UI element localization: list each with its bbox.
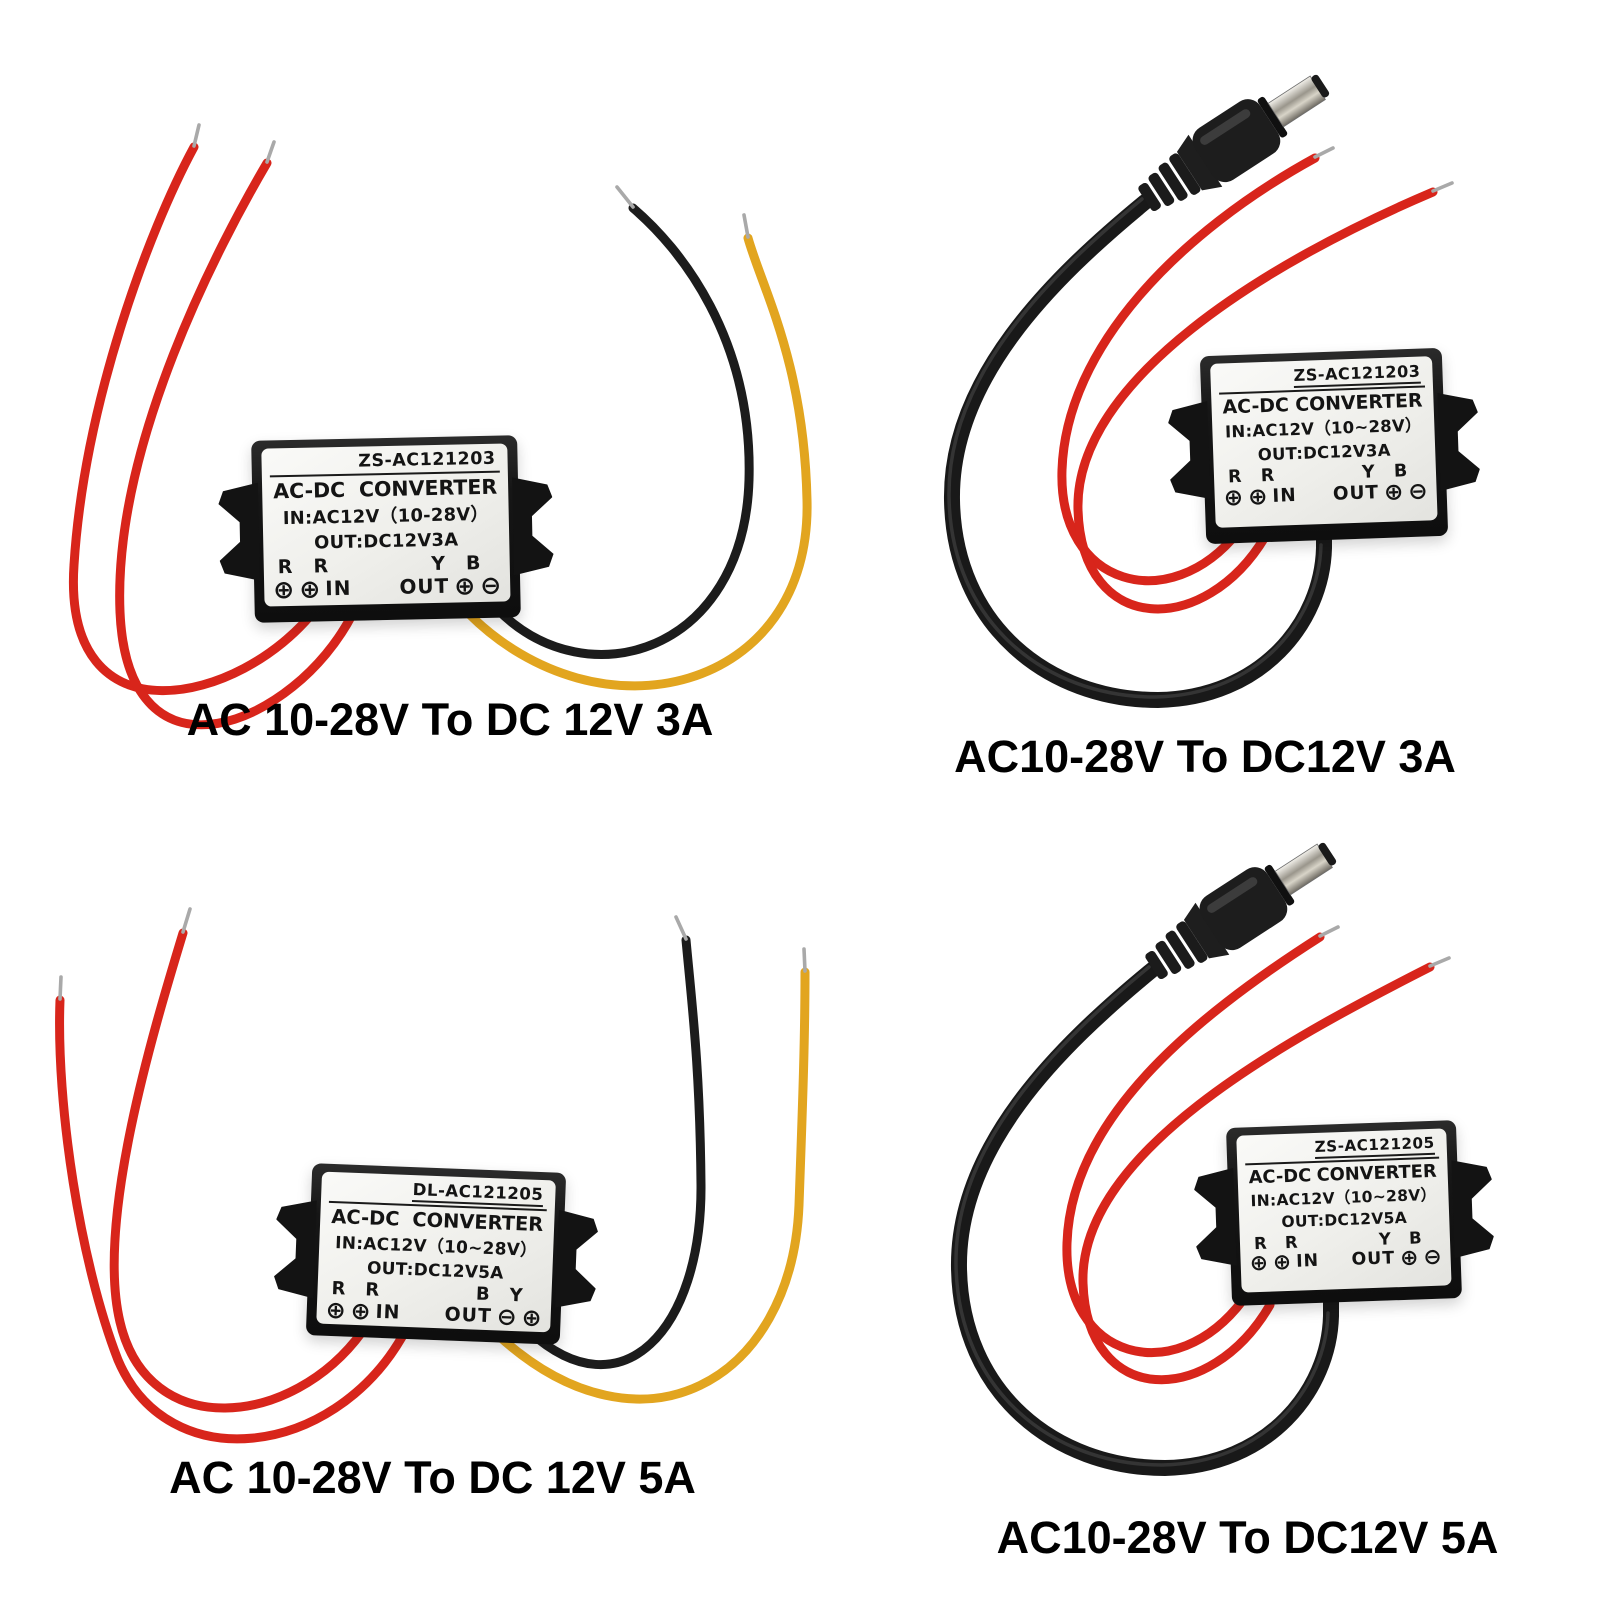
terminal-symbols: ⊕ ⊕ IN OUT ⊕ ⊖	[1248, 1244, 1443, 1277]
wire-tip	[615, 185, 635, 209]
converter-module-1: ZS-AC121203 AC-DC CONVERTER IN:AC12V（10-…	[251, 435, 521, 623]
wire-tip	[265, 140, 276, 164]
minus-terminal-icon: ⊖	[1407, 478, 1429, 505]
converter-module-4: ZS-AC121205 AC-DC CONVERTER IN:AC12V（10~…	[1226, 1120, 1462, 1306]
red-wire	[1057, 153, 1320, 586]
product-type: AC-DC CONVERTER	[272, 474, 498, 504]
model-number: ZS-AC121203	[358, 448, 496, 472]
wire-tip	[1318, 925, 1340, 938]
in-marking: IN	[325, 575, 352, 601]
out-marking: OUT	[1351, 1248, 1396, 1271]
terminal-symbols: ⊕ ⊕ IN OUT ⊕ ⊖	[1222, 478, 1429, 512]
red-wire	[1078, 962, 1435, 1384]
input-spec: IN:AC12V（10-28V）	[282, 503, 489, 530]
wire-tip	[181, 907, 192, 934]
dc-plug-cable-sheen	[947, 197, 1323, 699]
screw-plus-icon: ⊕	[1223, 484, 1244, 512]
product-2-wires	[943, 74, 1454, 709]
in-marking: IN	[1295, 1251, 1320, 1273]
red-wire	[69, 142, 320, 696]
output-spec: OUT:DC12V3A	[313, 529, 459, 554]
red-wire	[109, 928, 367, 1413]
screw-plus-icon: ⊕	[1249, 1250, 1269, 1277]
screw-plus-icon: ⊕	[350, 1296, 372, 1326]
plus-terminal-icon: ⊕	[1383, 479, 1404, 506]
wire-tip	[58, 975, 63, 1001]
module-label: ZS-AC121203 AC-DC CONVERTER IN:AC12V（10~…	[1210, 356, 1438, 528]
terminal-symbols: ⊕ ⊕ IN OUT ⊕ ⊖	[272, 570, 502, 605]
out-marking: OUT	[444, 1303, 493, 1328]
product-caption: AC10-28V To DC12V 5A	[996, 1512, 1499, 1563]
red-wire	[1062, 932, 1325, 1357]
screw-plus-icon: ⊕	[1247, 483, 1268, 511]
screw-plus-icon: ⊕	[298, 574, 321, 605]
red-wire	[55, 995, 407, 1444]
screw-plus-icon: ⊕	[272, 575, 295, 605]
plus-terminal-icon: ⊕	[453, 571, 476, 601]
converter-module-2: ZS-AC121203 AC-DC CONVERTER IN:AC12V（10~…	[1200, 347, 1448, 545]
wire-tip	[1431, 181, 1454, 193]
dc-barrel-plug	[1145, 842, 1337, 980]
minus-terminal-icon: ⊖	[479, 570, 502, 601]
yellow-wire	[495, 967, 810, 1404]
module-label: ZS-AC121205 AC-DC CONVERTER IN:AC12V（10~…	[1236, 1128, 1452, 1293]
minus-terminal-icon: ⊖	[496, 1302, 518, 1331]
product-caption: AC 10-28V To DC 12V 3A	[186, 694, 714, 745]
yellow-wire	[463, 233, 812, 691]
product-4-wires	[950, 842, 1451, 1477]
product-caption: AC10-28V To DC12V 3A	[954, 731, 1456, 782]
out-marking: OUT	[399, 573, 450, 599]
wire-tip	[192, 123, 201, 148]
product-caption: AC 10-28V To DC 12V 5A	[169, 1452, 696, 1503]
dc-barrel-plug	[1138, 74, 1330, 212]
wire-tip	[742, 213, 750, 239]
wire-tip	[802, 947, 807, 973]
converter-module-3: DL-AC121205 AC-DC CONVERTER IN:AC12V（10~…	[306, 1163, 566, 1345]
in-marking: IN	[1272, 485, 1298, 508]
plus-terminal-icon: ⊕	[521, 1303, 543, 1332]
product-3-wires	[55, 907, 810, 1444]
minus-terminal-icon: ⊖	[1422, 1244, 1443, 1271]
plus-terminal-icon: ⊕	[1399, 1245, 1419, 1272]
black-wire	[493, 203, 754, 659]
product-1-wires	[69, 123, 812, 730]
wire-tip	[674, 915, 688, 941]
out-marking: OUT	[1332, 482, 1380, 505]
red-wire	[1073, 187, 1438, 614]
screw-plus-icon: ⊕	[325, 1295, 347, 1325]
wire-tip	[1428, 956, 1451, 968]
terminal-symbols: ⊕ ⊕ IN OUT ⊖ ⊕	[324, 1295, 543, 1332]
in-marking: IN	[375, 1300, 401, 1324]
module-label: DL-AC121205 AC-DC CONVERTER IN:AC12V（10~…	[316, 1171, 556, 1333]
wire-tip	[1313, 146, 1335, 159]
black-wire	[525, 935, 706, 1369]
screw-plus-icon: ⊕	[1272, 1250, 1292, 1276]
red-wire	[115, 158, 357, 730]
dc-plug-cable-sheen	[954, 965, 1330, 1467]
module-label: ZS-AC121203 AC-DC CONVERTER IN:AC12V（10-…	[261, 443, 511, 607]
